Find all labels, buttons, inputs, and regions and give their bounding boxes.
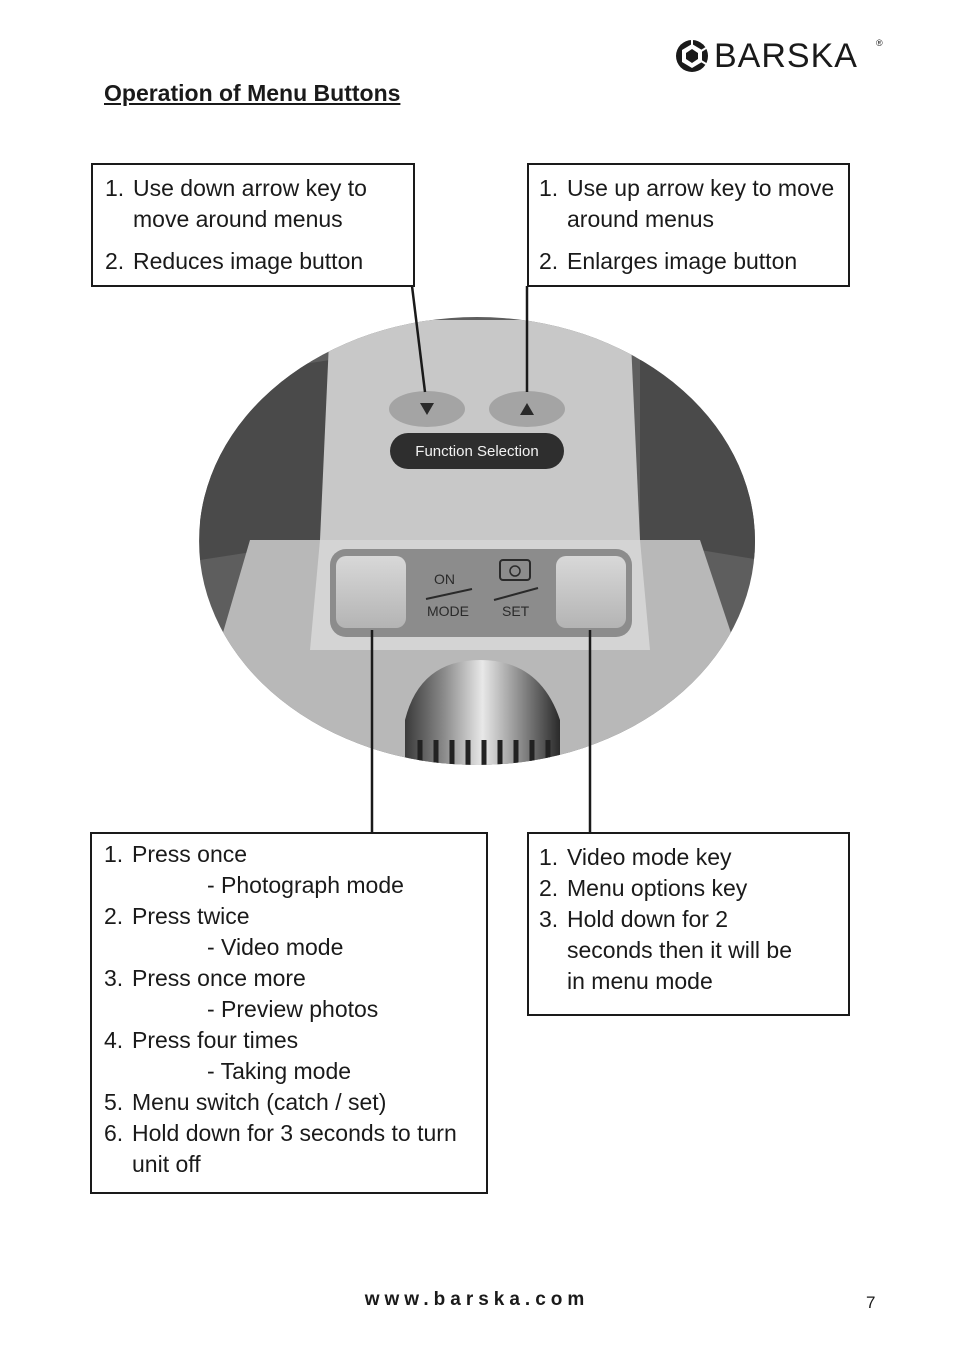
callout-up-arrow: 1. Use up arrow key to move around menus… xyxy=(527,163,850,287)
barska-logo: BARSKA ® xyxy=(672,36,888,76)
mode-button[interactable] xyxy=(336,556,406,628)
footer-url: www.barska.com xyxy=(364,1289,590,1310)
down-arrow-icon xyxy=(420,403,434,415)
brand-name: BARSKA xyxy=(714,37,858,75)
list-item: 1. Video mode key xyxy=(539,844,732,870)
list-item: 3. Hold down for 2 seconds then it will … xyxy=(539,906,793,994)
on-label: ON xyxy=(434,571,455,587)
list-item: 1. Use up arrow key to move around menus xyxy=(539,175,835,232)
page-title: Operation of Menu Buttons xyxy=(104,80,401,106)
set-button[interactable] xyxy=(556,556,626,628)
list-item: 1. Use down arrow key to move around men… xyxy=(105,175,367,232)
list-item: 1. Press once- Photograph mode xyxy=(104,841,404,898)
list-item: 2. Reduces image button xyxy=(105,248,364,274)
aperture-icon xyxy=(676,40,708,72)
callout-down-arrow: 1. Use down arrow key to move around men… xyxy=(91,163,415,287)
mode-label: MODE xyxy=(427,603,469,619)
registered-mark: ® xyxy=(876,38,883,48)
up-arrow-icon xyxy=(520,403,534,415)
page-number: 7 xyxy=(866,1293,876,1312)
callout-set-button: 1. Video mode key 2. Menu options key 3.… xyxy=(527,832,850,1016)
camera-icon xyxy=(499,559,531,581)
list-item: 5. Menu switch (catch / set) xyxy=(104,1089,387,1115)
set-label: SET xyxy=(502,603,530,619)
callout-mode-button: 1. Press once- Photograph mode 2. Press … xyxy=(90,832,488,1194)
list-item: 2. Press twice- Video mode xyxy=(104,903,344,960)
function-selection-label xyxy=(390,433,564,469)
list-item: 4. Press four times- Taking mode xyxy=(104,1027,352,1084)
list-item: 6. Hold down for 3 seconds to turn unit … xyxy=(104,1120,457,1177)
list-item: 2. Menu options key xyxy=(539,875,748,901)
list-item: 3. Press once more- Preview photos xyxy=(104,965,379,1022)
list-item: 2. Enlarges image button xyxy=(539,248,798,274)
function-selection-text: Function Selection xyxy=(415,443,538,460)
